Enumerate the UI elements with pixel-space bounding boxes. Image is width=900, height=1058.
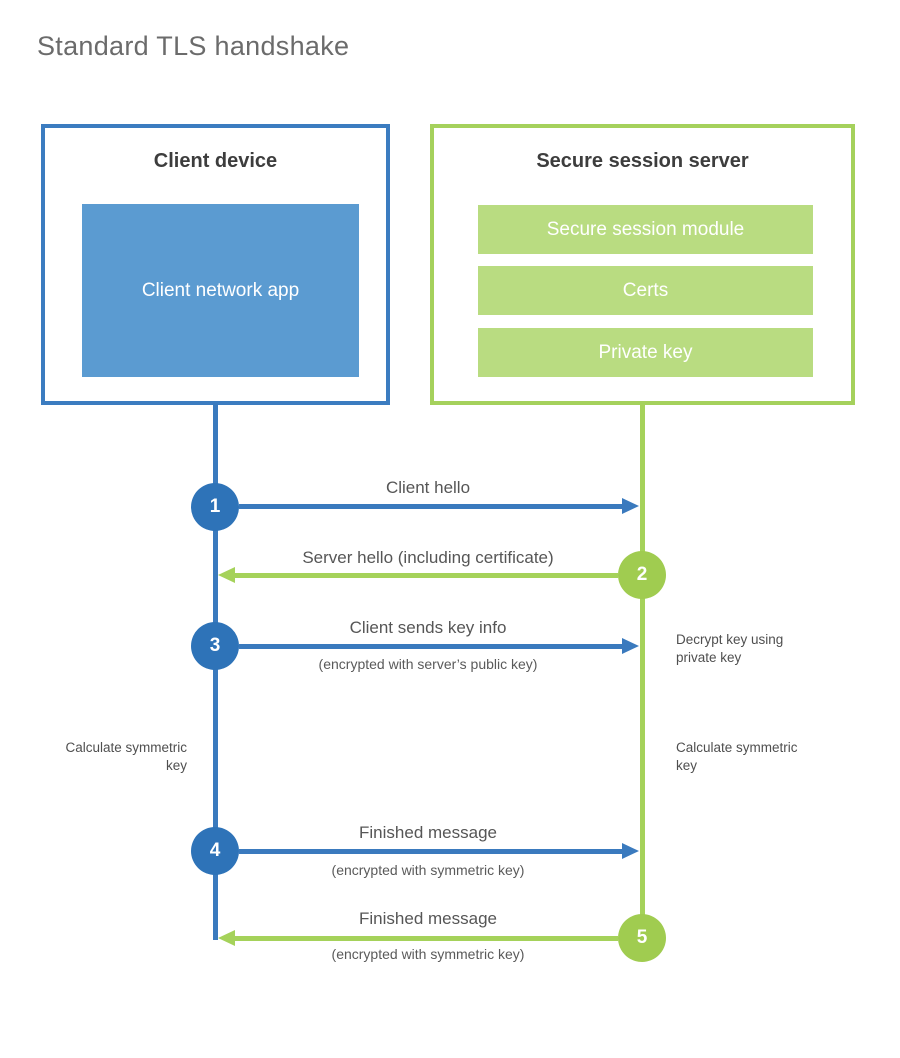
step-3-circle: 3 [191, 622, 239, 670]
server-lifeline [640, 403, 645, 938]
step-2-label: Server hello (including certificate) [302, 548, 554, 567]
step-number: 1 [209, 496, 221, 517]
server-module-certs: Certs [478, 266, 813, 315]
step-3-label: Client sends key info [349, 618, 507, 637]
client-device-box: Client device Client network app [41, 124, 390, 405]
step-4-sublabel: (encrypted with symmetric key) [331, 862, 525, 878]
step-number: 2 [636, 564, 648, 585]
client-device-title: Client device [153, 150, 278, 172]
step-5-sublabel: (encrypted with symmetric key) [331, 946, 525, 962]
calculate-symmetric-key-server-note: Calculate symmetric key [676, 740, 798, 773]
server-module-private-key: Private key [478, 328, 813, 377]
server-module-label: Secure session module [546, 218, 745, 240]
secure-session-server-title: Secure session server [536, 150, 749, 172]
arrowhead-left-icon [218, 567, 235, 583]
server-module-secure-session: Secure session module [478, 205, 813, 254]
arrowhead-right-icon [622, 843, 639, 859]
step-3-sublabel: (encrypted with server’s public key) [318, 656, 538, 672]
arrowhead-right-icon [622, 638, 639, 654]
step-1-label: Client hello [385, 478, 471, 497]
step-2-arrow [233, 573, 618, 578]
step-5-label: Finished message [359, 909, 497, 928]
step-number: 4 [209, 840, 221, 861]
step-number: 3 [209, 635, 221, 656]
step-4-circle: 4 [191, 827, 239, 875]
server-module-label: Private key [598, 341, 693, 363]
server-module-label: Certs [622, 279, 669, 301]
arrowhead-left-icon [218, 930, 235, 946]
secure-session-server-box: Secure session server Secure session mod… [430, 124, 855, 405]
step-1-circle: 1 [191, 483, 239, 531]
client-lifeline [213, 403, 218, 940]
step-number: 5 [636, 927, 648, 948]
calculate-symmetric-key-client-note: Calculate symmetric key [65, 740, 187, 773]
page-title: Standard TLS handshake [37, 31, 350, 61]
step-5-arrow [233, 936, 618, 941]
client-network-app-box: Client network app [82, 204, 359, 377]
step-4-arrow [239, 849, 625, 854]
arrowhead-right-icon [622, 498, 639, 514]
step-3-arrow [239, 644, 625, 649]
step-5-circle: 5 [618, 914, 666, 962]
decrypt-key-note: Decrypt key using private key [676, 632, 784, 665]
step-2-circle: 2 [618, 551, 666, 599]
step-4-label: Finished message [359, 823, 497, 842]
client-network-app-label: Client network app [141, 279, 300, 301]
step-1-arrow [239, 504, 625, 509]
